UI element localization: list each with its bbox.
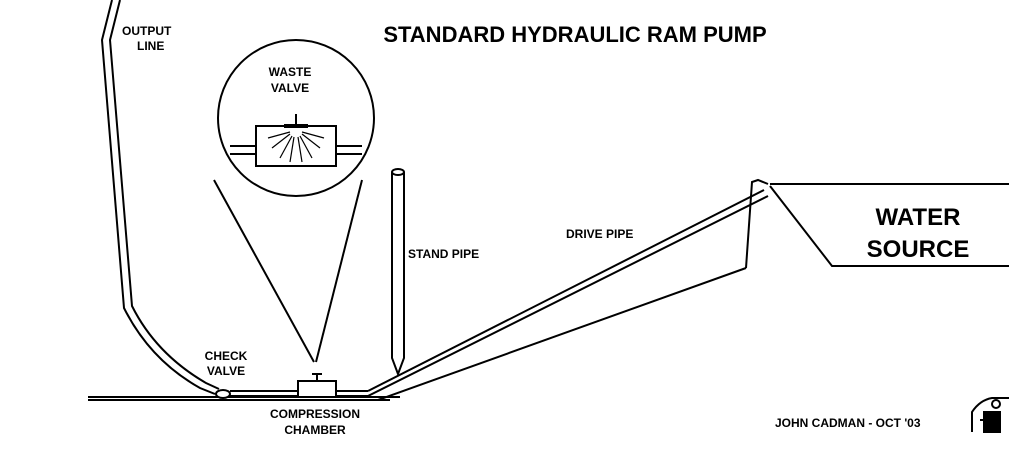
water-source-reservoir xyxy=(769,183,1009,267)
ram-logo-icon xyxy=(971,397,1009,433)
water-source-label-2: SOURCE xyxy=(867,236,970,263)
compression-chamber xyxy=(297,373,337,398)
compression-chamber-label-2: CHAMBER xyxy=(284,423,346,437)
waste-valve-label-1: WASTE xyxy=(269,65,312,79)
waste-valve-label-2: VALVE xyxy=(271,81,309,95)
drive-pipe-label: DRIVE PIPE xyxy=(566,227,633,241)
waste-valve-detail xyxy=(217,39,375,197)
ground-line xyxy=(88,396,400,401)
terrain-line xyxy=(377,178,769,401)
stand-pipe xyxy=(391,168,405,377)
compression-chamber-label-1: COMPRESSION xyxy=(270,407,360,421)
diagram-title: STANDARD HYDRAULIC RAM PUMP xyxy=(383,22,766,47)
magnifier-cone xyxy=(213,179,363,363)
output-line-label-2: LINE xyxy=(137,39,164,53)
drive-pipe xyxy=(367,189,769,397)
credit-text: JOHN CADMAN - OCT '03 xyxy=(775,416,921,430)
check-valve-label-1: CHECK xyxy=(205,349,248,363)
output-line-label-1: OUTPUT xyxy=(122,24,172,38)
check-valve-label-2: VALVE xyxy=(207,364,245,378)
pump-body-pipe xyxy=(230,390,368,397)
water-source-label-1: WATER xyxy=(876,204,961,231)
stand-pipe-label: STAND PIPE xyxy=(408,247,479,261)
check-valve xyxy=(215,389,231,399)
output-line xyxy=(100,0,220,395)
